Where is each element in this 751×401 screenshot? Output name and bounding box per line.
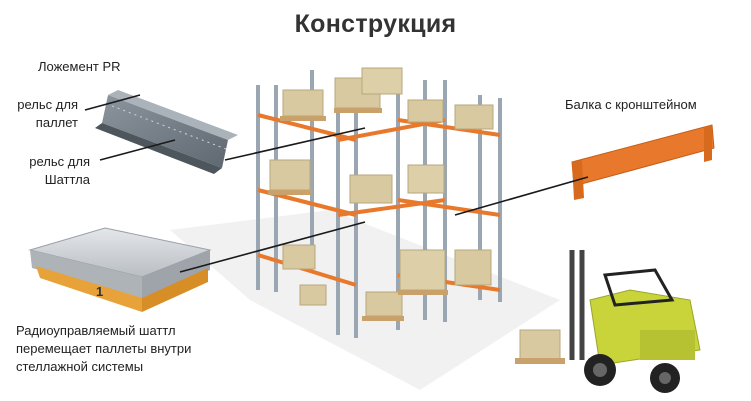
pallet-rail-label-line1: рельс для	[17, 97, 78, 112]
shuttle-rail-label-line1: рельс для	[29, 154, 90, 169]
forklift	[515, 250, 701, 393]
shuttle-description-line1: Радиоуправляемый шаттл	[16, 323, 176, 338]
shuttle-description-line2: перемещает паллеты внутри	[16, 341, 192, 356]
leader-lines	[84, 94, 589, 273]
pallets	[268, 67, 494, 321]
shuttle-rail-label-line2: Шаттла	[44, 172, 90, 187]
rail-profile	[95, 90, 238, 174]
shuttle-description-line3: стеллажной системы	[16, 359, 144, 374]
svg-text:1: 1	[96, 284, 103, 299]
diagram-title: Конструкция	[294, 10, 457, 38]
shuttle-description: Радиоуправляемый шаттл перемещает паллет…	[16, 322, 191, 376]
shuttle: 1	[28, 227, 212, 312]
pallet-rail-label-line2: паллет	[35, 115, 78, 130]
rack-shadow	[170, 210, 560, 390]
pallet-rail-label: рельс для паллет	[8, 96, 78, 132]
beam-with-bracket	[571, 124, 715, 200]
cradle-label: Ложемент PR	[38, 59, 121, 74]
beam-label: Балка с кронштейном	[565, 97, 697, 112]
shuttle-rail-label: рельс для Шаттла	[8, 153, 90, 189]
